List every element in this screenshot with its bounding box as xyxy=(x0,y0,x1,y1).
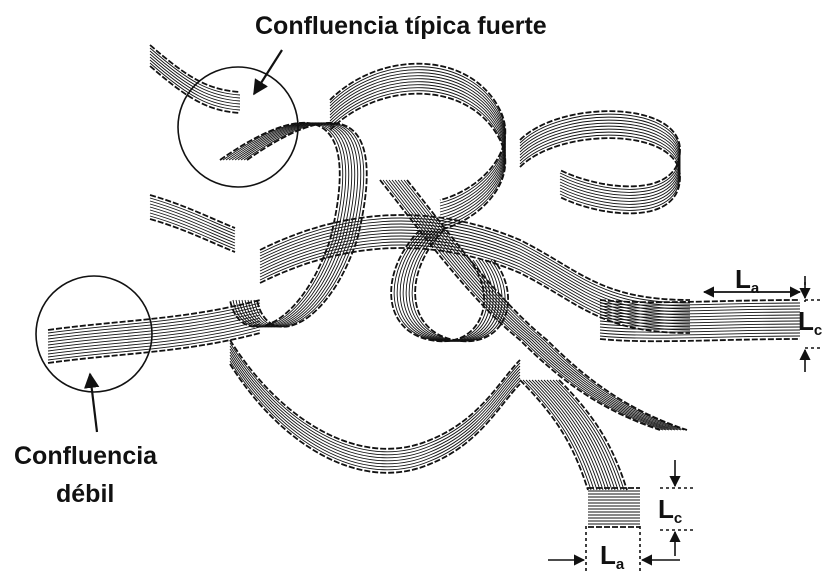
weak-confluence-label-line2: débil xyxy=(56,480,114,509)
ribbon-strand xyxy=(330,64,505,200)
ribbon-strand xyxy=(600,330,800,332)
bundle-big-left-loop xyxy=(220,123,367,327)
ribbon-strand xyxy=(520,138,680,213)
ribbon-strand xyxy=(150,63,240,110)
ribbon-strand xyxy=(150,210,235,243)
ribbon-strand xyxy=(600,339,800,341)
bundle-lower-swoop xyxy=(230,340,520,473)
ribbon-strand xyxy=(547,380,615,490)
strong-confluence-label: Confluencia típica fuerte xyxy=(255,12,547,41)
ribbon-strand xyxy=(556,380,624,490)
ribbon-strand xyxy=(150,204,235,237)
ribbon-strand xyxy=(380,180,660,430)
ribbon-strand xyxy=(230,352,520,461)
bundle-left-stub xyxy=(150,195,235,252)
Lc-label-bottom: Lc xyxy=(658,494,682,525)
ribbon-strand xyxy=(150,198,235,231)
ribbon-strand xyxy=(150,213,235,246)
bundle-weak-end xyxy=(48,300,260,363)
ribbon-strand xyxy=(150,201,235,234)
weak-confluence-label-line1: Confluencia xyxy=(14,442,157,471)
ribbon-strand xyxy=(559,380,627,490)
bundle-top-left-tail xyxy=(150,45,240,113)
bundle-bottom-end xyxy=(520,380,627,490)
bundle-right-loop xyxy=(520,111,680,213)
ribbon-strand xyxy=(150,216,235,249)
ribbon-strand xyxy=(230,346,520,455)
ribbon-strand xyxy=(230,343,520,452)
La-label-right: La xyxy=(735,264,759,295)
weak-confluence-arrow xyxy=(90,374,97,432)
ribbon-strand xyxy=(541,380,609,490)
ribbon-strand xyxy=(600,336,800,338)
ribbon-strand xyxy=(230,340,520,449)
bundle-bottom-stub xyxy=(588,488,640,527)
Lc-label-right: Lc xyxy=(798,306,822,337)
ribbon-strand xyxy=(544,380,612,490)
ribbon-strand xyxy=(600,333,800,335)
ribbon-strand xyxy=(550,380,618,490)
ribbon-strand xyxy=(150,219,235,252)
ribbon-strand xyxy=(230,349,520,458)
La-label-bottom: La xyxy=(600,540,624,571)
ribbon-strand xyxy=(383,180,663,430)
ribbon-bundles xyxy=(48,45,800,527)
strong-confluence-arrow xyxy=(254,50,282,94)
ribbon-strand xyxy=(520,135,680,210)
